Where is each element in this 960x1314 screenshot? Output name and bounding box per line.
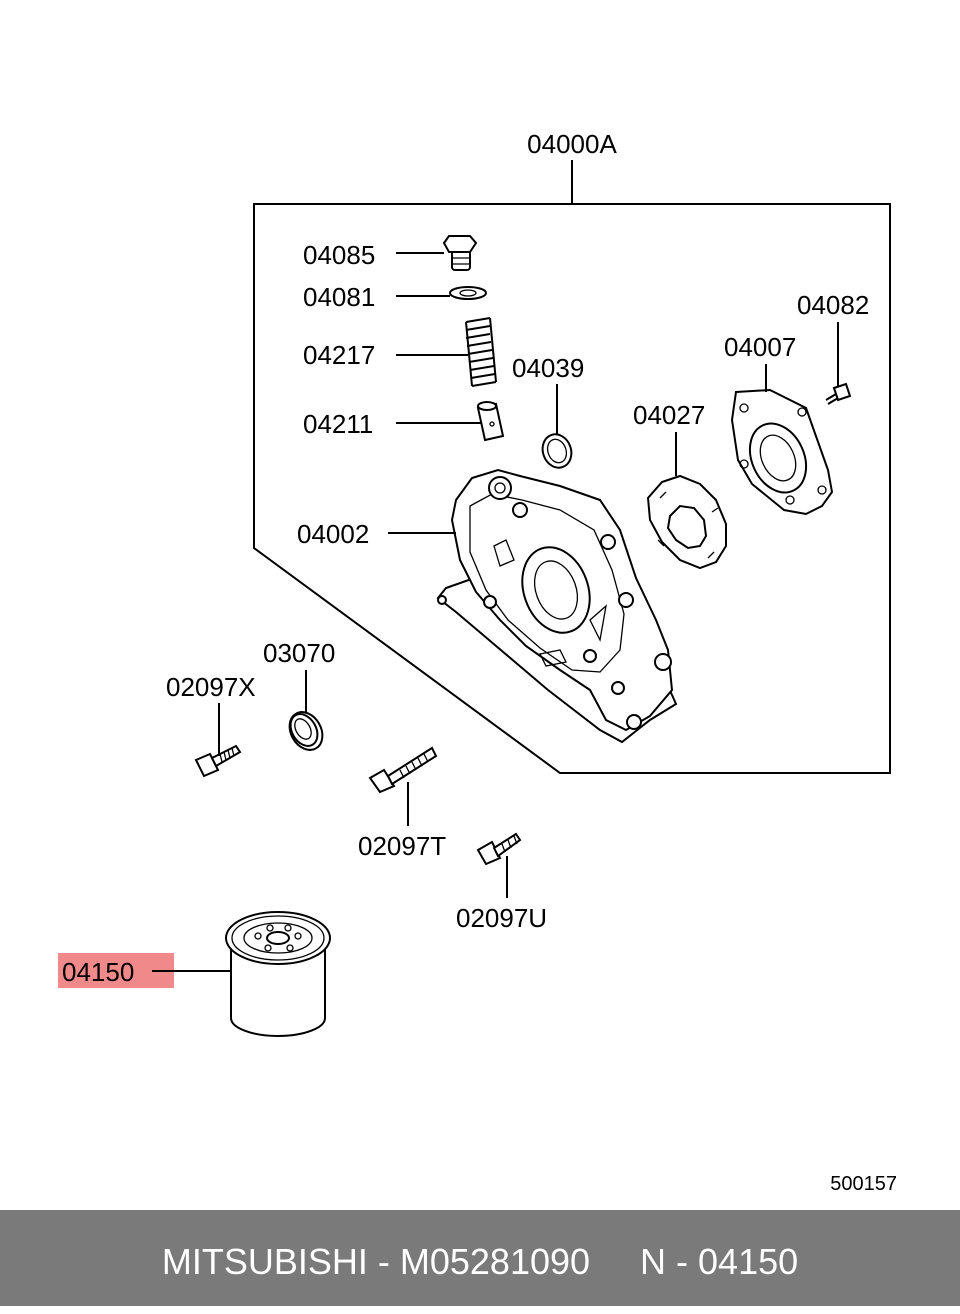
part-label-03070: 03070 [263, 638, 335, 668]
part-label-04082: 04082 [797, 290, 869, 320]
plunger-drawing [476, 401, 505, 442]
part-label-02097u: 02097U [456, 903, 547, 933]
bolt-02097x-drawing [194, 744, 242, 778]
part-label-04217: 04217 [303, 340, 375, 370]
part-label-04150: 04150 [62, 957, 134, 987]
part-label-02097x: 02097X [166, 672, 256, 702]
part-label-04085: 04085 [303, 240, 375, 270]
o-ring-drawing [541, 433, 573, 469]
drawing-number: 500157 [830, 1173, 897, 1195]
washer-drawing [449, 286, 487, 300]
part-label-04081: 04081 [303, 282, 375, 312]
parts-diagram: 04000A 04085 04081 04217 04211 04039 [58, 129, 897, 1195]
part-label-04211: 04211 [303, 409, 373, 439]
part-label-04007: 04007 [724, 332, 796, 362]
bolt-02097t-drawing [368, 746, 438, 794]
part-label-04039: 04039 [512, 353, 584, 383]
assembly-label: 04000A [527, 129, 617, 159]
oil-filter-drawing [225, 911, 331, 1037]
oil-pump-body-drawing [436, 468, 678, 744]
plug-bolt-drawing [442, 235, 478, 271]
part-label-04027: 04027 [633, 400, 705, 430]
rotor-gear-drawing [646, 474, 727, 570]
part-label-02097t: 02097T [358, 831, 446, 861]
footer-text: MITSUBISHI - M05281090 N - 04150 [161, 1241, 799, 1282]
pump-cover-drawing [730, 388, 834, 516]
part-label-04002: 04002 [297, 519, 369, 549]
oil-seal-drawing [288, 711, 324, 751]
spring-drawing [465, 317, 497, 387]
footer-bar: MITSUBISHI - M05281090 N - 04150 [0, 1210, 960, 1306]
bolt-02097u-drawing [476, 832, 522, 866]
assembly-frame [253, 203, 891, 774]
screw-drawing [825, 382, 852, 405]
